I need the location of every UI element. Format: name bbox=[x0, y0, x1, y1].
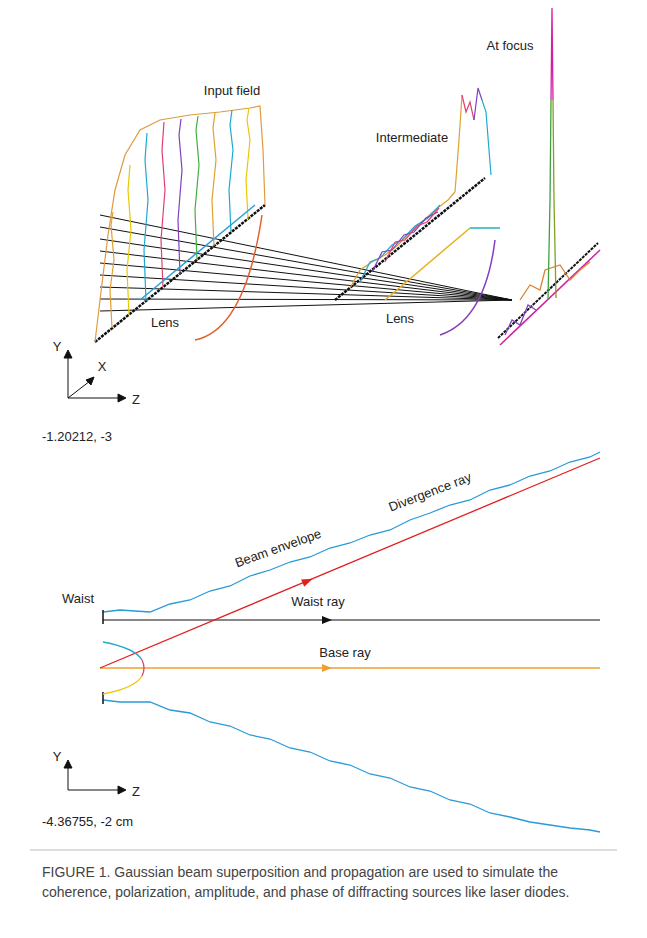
figure-label: Y bbox=[53, 339, 62, 354]
field-stripe bbox=[161, 122, 165, 287]
field-stripe bbox=[246, 108, 250, 219]
plane-baseline bbox=[335, 178, 485, 300]
figure-label: Lens bbox=[151, 315, 179, 330]
figure-label: Waist ray bbox=[291, 594, 345, 609]
waist-profile bbox=[103, 642, 144, 694]
field-stripe bbox=[178, 119, 182, 274]
base-ray bbox=[100, 667, 600, 669]
axis-line bbox=[68, 766, 69, 790]
figure-label: Input field bbox=[204, 83, 260, 98]
axis-line bbox=[68, 398, 120, 399]
axis-line bbox=[68, 381, 90, 398]
lens-surface bbox=[195, 215, 262, 340]
profile-peak bbox=[455, 95, 462, 192]
caption-rule bbox=[30, 850, 617, 851]
profile-line bbox=[385, 208, 439, 262]
axis-triad bbox=[64, 350, 126, 402]
profile-peak bbox=[474, 88, 482, 120]
profile-peak bbox=[462, 95, 474, 120]
waist-ray bbox=[103, 619, 600, 620]
axis-arrowhead bbox=[118, 394, 126, 402]
field-stripe bbox=[110, 212, 114, 328]
axis-arrowhead bbox=[118, 786, 126, 794]
figure-label: Beam envelope bbox=[233, 526, 323, 570]
divergence-ray bbox=[100, 458, 600, 668]
ray bbox=[100, 300, 512, 311]
ray-arrowhead bbox=[322, 616, 332, 624]
focus-spike bbox=[551, 8, 553, 100]
beam-envelope bbox=[103, 452, 600, 612]
figure-caption: FIGURE 1. Gaussian beam superposition an… bbox=[42, 862, 607, 902]
field-stripe bbox=[229, 110, 233, 232]
lens-surface bbox=[440, 240, 495, 335]
axis-arrowhead bbox=[64, 350, 72, 358]
profile-peak bbox=[482, 100, 491, 175]
field-profile bbox=[110, 108, 250, 328]
ray-arrowhead bbox=[322, 664, 332, 672]
figure-label: Z bbox=[132, 392, 140, 407]
profile-line bbox=[103, 642, 142, 660]
lens-edge bbox=[385, 228, 470, 300]
ray-arrowhead bbox=[301, 575, 314, 587]
figure-label: Intermediate bbox=[376, 130, 448, 145]
axis-pair bbox=[64, 760, 126, 794]
axis-arrowhead bbox=[64, 760, 72, 768]
lens-edge bbox=[470, 227, 500, 229]
profile-line bbox=[350, 192, 455, 288]
axis-line bbox=[68, 790, 120, 791]
axis-arrowhead bbox=[86, 377, 94, 385]
field-stripe bbox=[195, 116, 199, 260]
profile-line bbox=[103, 676, 142, 694]
figure-label: Lens bbox=[386, 311, 414, 326]
figure-label: Waist bbox=[62, 591, 94, 606]
figure-label: -1.20212, -3 bbox=[42, 429, 112, 444]
figure-label: Y bbox=[53, 749, 62, 764]
figure-label: Base ray bbox=[319, 645, 370, 660]
waist-marker bbox=[102, 610, 104, 624]
profile-line bbox=[360, 205, 440, 282]
focus-spike bbox=[548, 100, 551, 300]
plane-baseline bbox=[500, 250, 600, 345]
figure-label: Z bbox=[132, 784, 140, 799]
axis-line bbox=[68, 356, 69, 398]
intermediate-profile bbox=[350, 88, 491, 288]
figure-label: X bbox=[98, 359, 107, 374]
beam-envelope bbox=[103, 700, 600, 832]
lens-edge bbox=[140, 205, 255, 300]
focus-profile bbox=[505, 8, 590, 335]
figure-label: At focus bbox=[487, 38, 534, 53]
figure-label: Divergence ray bbox=[386, 469, 473, 514]
field-stripe bbox=[144, 133, 148, 301]
field-stripe bbox=[127, 165, 131, 315]
profile-line bbox=[142, 660, 144, 676]
field-envelope bbox=[95, 106, 265, 342]
figure-label: -4.36755, -2 cm bbox=[42, 814, 133, 829]
field-stripe bbox=[212, 113, 216, 246]
focus-spike bbox=[553, 100, 556, 298]
ray bbox=[100, 299, 512, 300]
side-lobe bbox=[505, 305, 536, 335]
